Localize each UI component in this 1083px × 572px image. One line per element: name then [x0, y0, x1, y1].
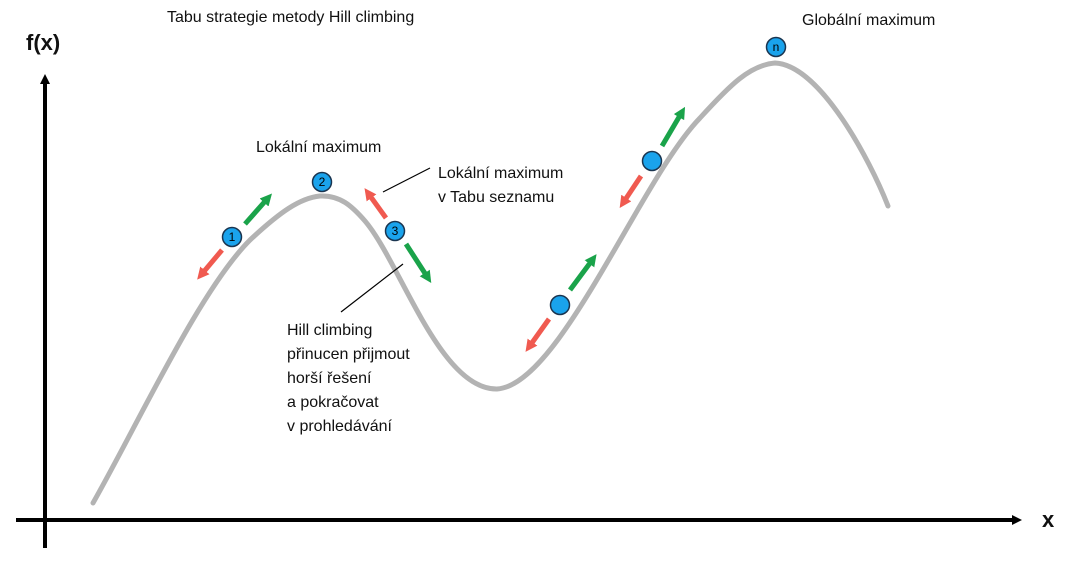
global-max-label: Globální maximum [802, 12, 936, 29]
fitness-curve [90, 60, 891, 506]
y-axis-label: f(x) [26, 30, 61, 55]
arrow-up-node-5 [659, 106, 686, 148]
arrow-up-node-3 [364, 188, 389, 220]
hill-note-line-2: přinucen přijmout [287, 346, 410, 363]
node-3-label: 3 [392, 224, 399, 238]
arrow-down-node-3 [403, 242, 432, 284]
arrow-down-node-1 [197, 248, 224, 280]
node-5 [641, 150, 663, 172]
node-2-label: 2 [319, 175, 326, 189]
tabu-note-line-1: Lokální maximum [438, 165, 564, 182]
hill-note-line-4: a pokračovat [287, 394, 379, 411]
node-4 [549, 294, 571, 316]
node-1: 1 [221, 226, 243, 248]
tabu-leader-line [382, 167, 431, 193]
node-n-label: n [773, 40, 780, 54]
hill-note-line-1: Hill climbing [287, 322, 373, 339]
tabu-note-line-2: v Tabu seznamu [438, 189, 555, 206]
x-axis-label: x [1042, 507, 1055, 532]
local-max-label: Lokální maximum [256, 139, 382, 156]
arrow-down-node-4 [525, 317, 552, 352]
arrow-up-node-1 [243, 193, 272, 226]
node-2: 2 [311, 171, 333, 193]
hill-leader-line [340, 263, 404, 313]
node-3: 3 [384, 220, 406, 242]
arrow-up-node-4 [567, 254, 597, 292]
node-1-label: 1 [229, 230, 236, 244]
node-n: n [765, 36, 787, 58]
diagram-title: Tabu strategie metody Hill climbing [167, 9, 415, 26]
hill-note-line-5: v prohledávání [287, 418, 392, 435]
arrow-down-node-5 [619, 174, 644, 208]
hill-note-line-3: horší řešení [287, 370, 372, 387]
